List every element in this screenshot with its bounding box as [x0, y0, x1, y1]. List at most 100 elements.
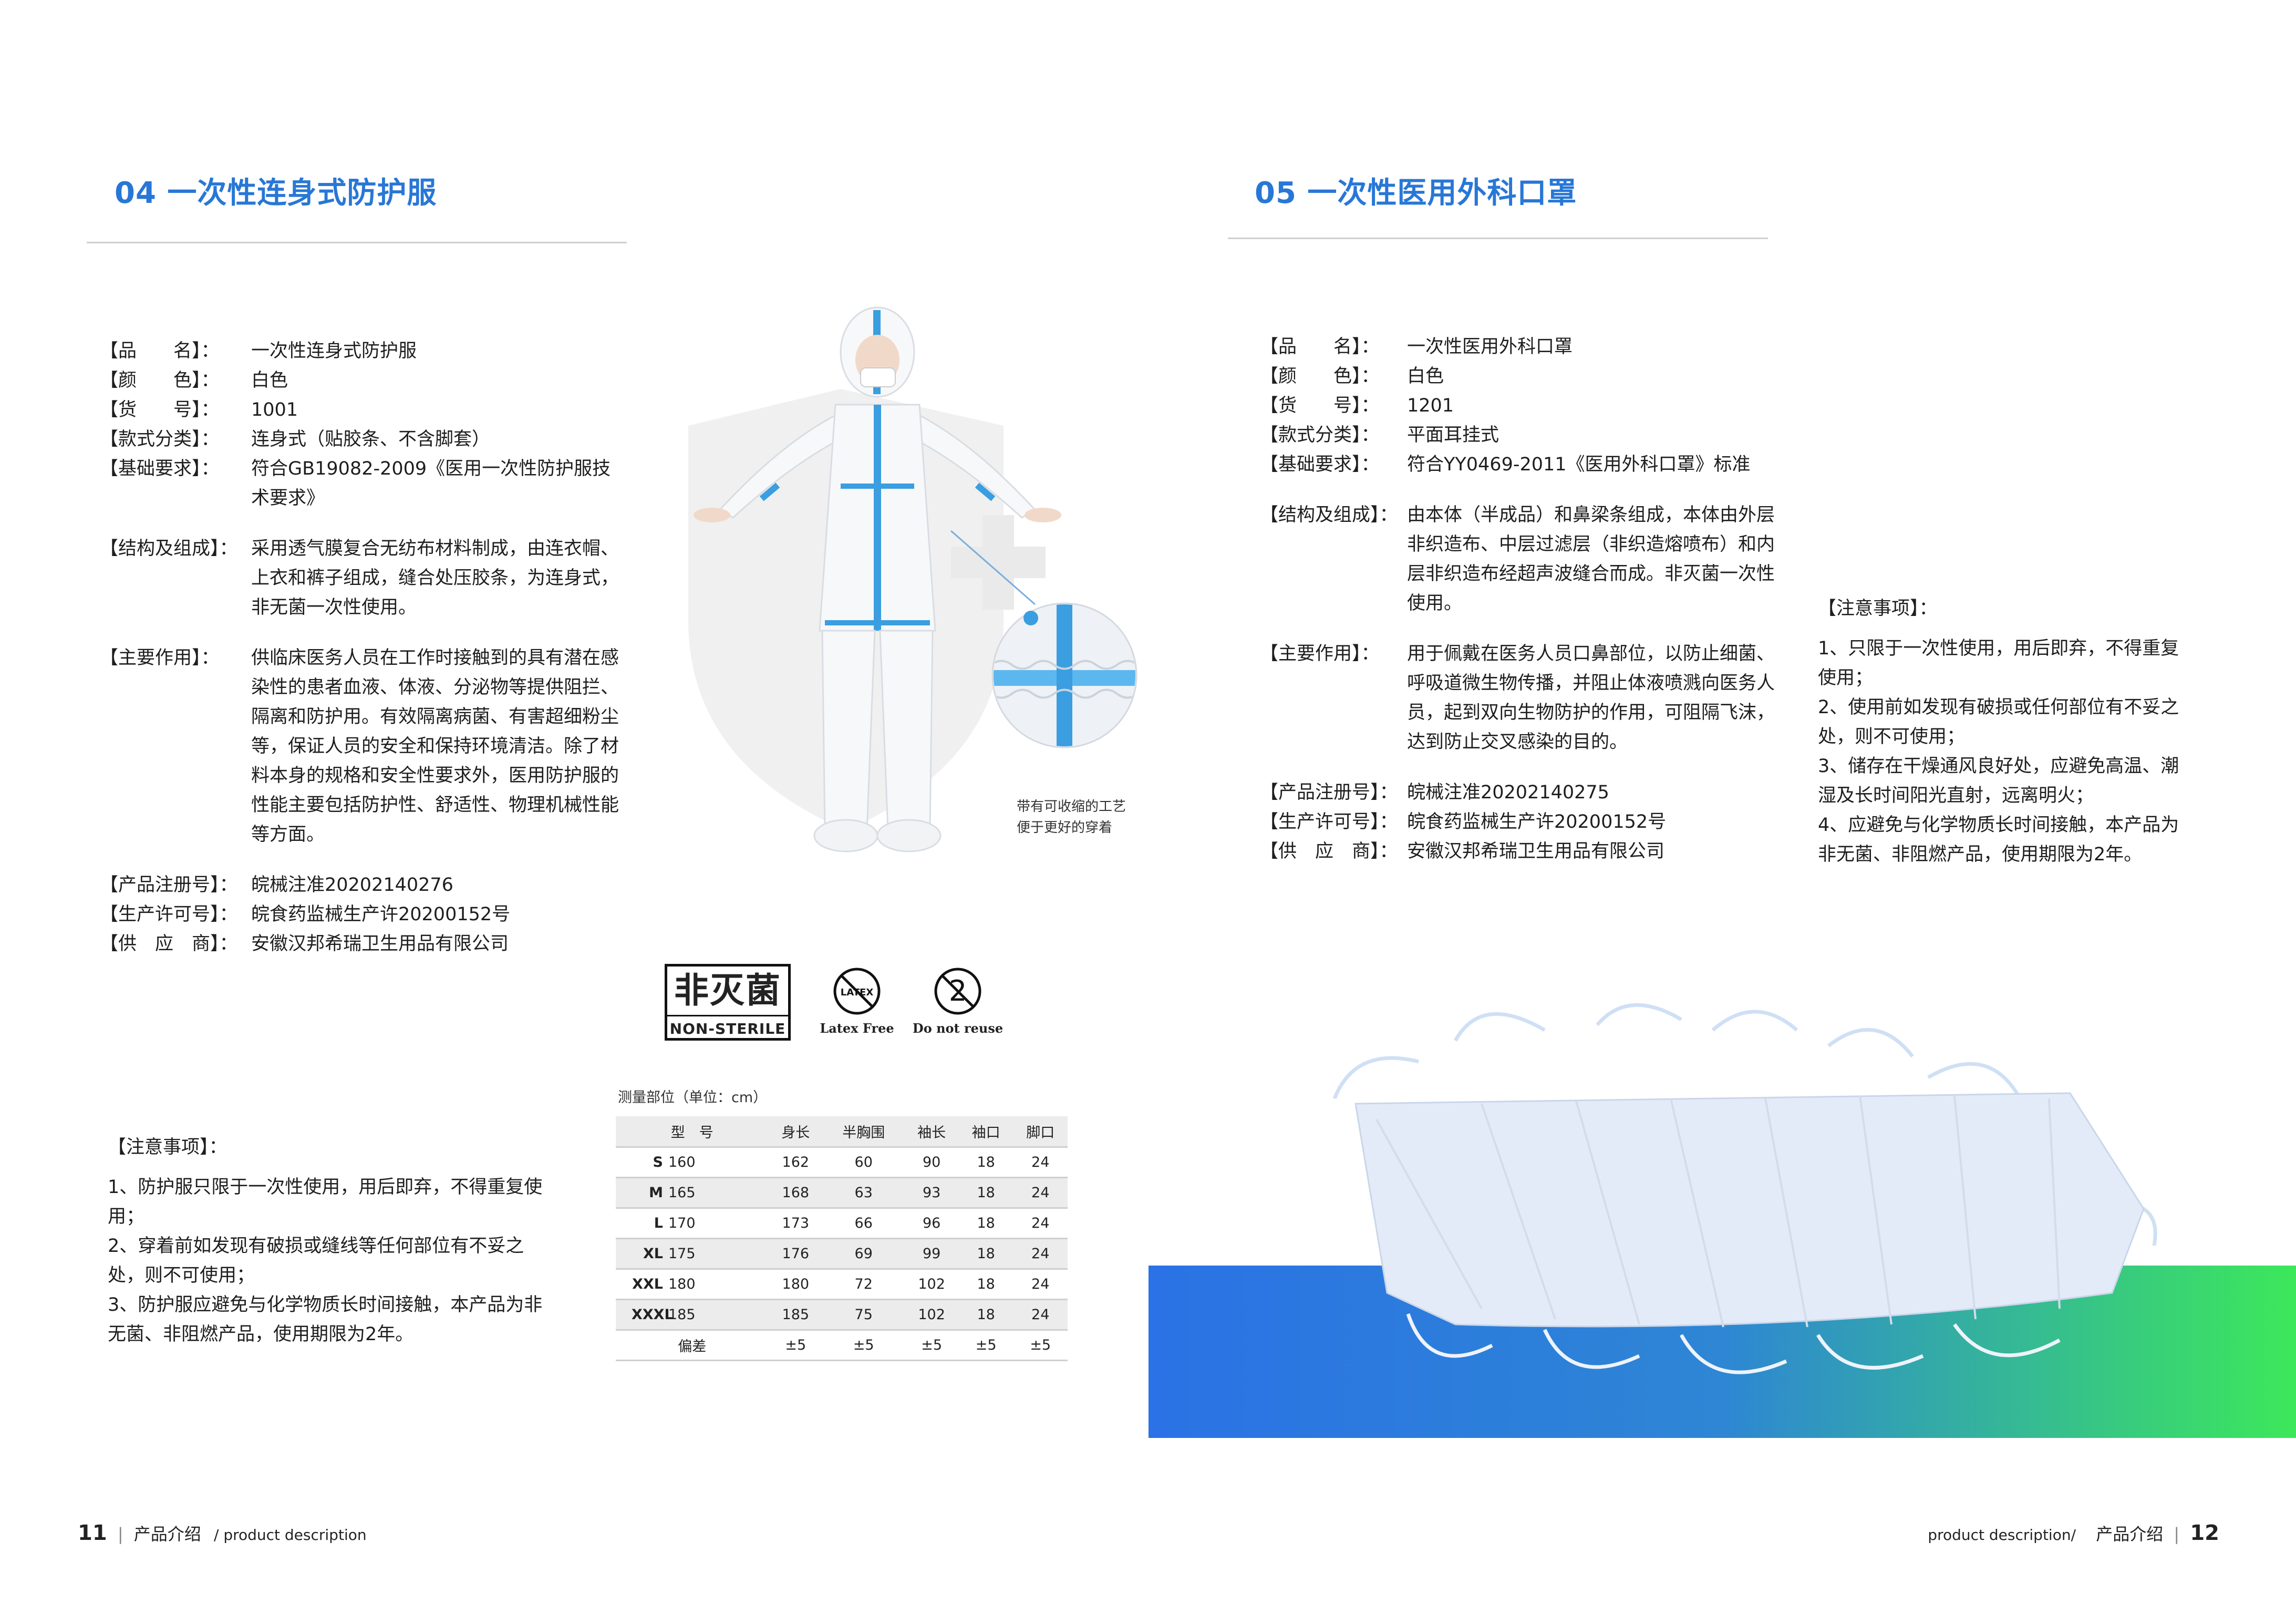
registration-row: 【产品注册号】：皖械注准20202140276	[100, 870, 625, 900]
size-table-cell: 24	[1013, 1299, 1068, 1331]
surgical-masks-image	[1324, 999, 2186, 1398]
left-note-1: 1、防护服只限于一次性使用，用后即弃，不得重复使用；	[108, 1177, 543, 1227]
size-table-cell: 24	[1013, 1177, 1068, 1209]
size-table-cell: 176	[768, 1238, 823, 1270]
size-table-header: 型 号	[616, 1116, 769, 1148]
registration-row: 【供 应 商】：安徽汉邦希瑞卫生用品有限公司	[1260, 837, 1785, 866]
spec-label: 【品 名】：	[100, 341, 220, 362]
spec-value: 采用透气膜复合无纺布材料制成，由连衣帽、上衣和裤子组成，缝合处压胶条，为连身式，…	[251, 538, 619, 618]
spec-value: 符合YY0469-2011《医用外科口罩》标准	[1407, 454, 1751, 475]
right-footer-divider: |	[2174, 1524, 2180, 1544]
size-table-caption: 测量部位（单位：cm）	[618, 1089, 768, 1106]
size-table-header: 半胸围	[823, 1116, 905, 1148]
latex-free-symbol: LATEX	[833, 968, 881, 1015]
left-note-2: 2、穿着前如发现有破损或缝线等任何部位有不妥之处，则不可使用；	[108, 1236, 524, 1286]
spec-label: 【结构及组成】：	[100, 538, 238, 559]
spacer	[1260, 618, 1785, 639]
size-cell: L 170	[616, 1208, 769, 1239]
size-height: 160	[668, 1154, 696, 1170]
size-table-header-row: 型 号身长半胸围袖长袖口脚口	[616, 1116, 1068, 1148]
spec-value: 供临床医务人员在工作时接触到的具有潜在感染性的患者血液、体液、分泌物等提供阻拦、…	[251, 647, 619, 845]
callout-dot	[1023, 611, 1038, 625]
size-code: S	[653, 1154, 663, 1170]
spec-label: 【供 应 商】：	[100, 933, 238, 954]
spec-label: 【生产许可号】：	[1260, 811, 1398, 832]
spec-label: 【基础要求】：	[1260, 454, 1380, 475]
spec-row: 【基础要求】：符合GB19082-2009《医用一次性防护服技术要求》	[100, 454, 625, 513]
right-notes: 【注意事项】： 1、只限于一次性使用，用后即弃，不得重复使用； 2、使用前如发现…	[1818, 594, 2186, 869]
right-spec-list: 【品 名】：一次性医用外科口罩【颜 色】： 白色【货 号】：1201 【款式分类】：…	[1260, 332, 1785, 866]
latex-free-icon: LATEX	[832, 966, 882, 1016]
spec-label: 【生产许可号】：	[100, 904, 238, 925]
size-table-header: 袖口	[958, 1116, 1013, 1148]
size-table-cell: 66	[823, 1208, 905, 1239]
spec-label: 【颜 色】：	[100, 370, 220, 391]
spec-value: 安徽汉邦希瑞卫生用品有限公司	[251, 933, 509, 954]
size-table-cell: 99	[904, 1238, 959, 1270]
right-note-2: 2、使用前如发现有破损或任何部位有不妥之处，则不可使用；	[1818, 697, 2179, 747]
size-table-cell: 24	[1013, 1208, 1068, 1239]
size-code: XXXL	[632, 1306, 674, 1323]
spec-label: 【款式分类】：	[1260, 425, 1380, 446]
tolerance-cell: ±5	[1013, 1330, 1068, 1361]
left-notes-heading: 【注意事项】：	[108, 1137, 227, 1158]
spec-row: 【款式分类】：连身式（贴胶条、不含脚套）	[100, 425, 625, 454]
cuff-detail-image	[991, 602, 1138, 749]
spec-value: 皖械注准20202140275	[1407, 782, 1609, 803]
right-footer-cn: 产品介绍	[2096, 1524, 2164, 1544]
size-height: 170	[668, 1215, 696, 1231]
size-table-cell: 24	[1013, 1269, 1068, 1300]
spec-label: 【颜 色】：	[1260, 366, 1380, 387]
left-title-divider	[87, 242, 627, 243]
spec-label: 【产品注册号】：	[1260, 782, 1398, 803]
spec-row: 【品 名】：一次性连身式防护服	[100, 336, 625, 366]
registration-row: 【供 应 商】： 安徽汉邦希瑞卫生用品有限公司	[100, 929, 625, 959]
size-table-cell: 18	[958, 1147, 1013, 1178]
spec-label: 【款式分类】：	[100, 429, 220, 450]
spacer	[100, 849, 625, 870]
size-code: XL	[643, 1245, 663, 1262]
spacer	[1260, 479, 1785, 500]
right-note-3: 3、储存在干燥通风良好处，应避免高温、潮湿及长时间阳光直射，远离明火；	[1818, 756, 2179, 806]
spec-label: 【货 号】：	[100, 399, 220, 420]
function-row: 【主要作用】：用于佩戴在医务人员口鼻部位，以防止细菌、呼吸道微生物传播，并阻止体…	[1260, 639, 1785, 757]
spec-value: 白色	[1407, 366, 1444, 387]
spec-value: 用于佩戴在医务人员口鼻部位，以防止细菌、呼吸道微生物传播，并阻止体液喷溅向医务人…	[1407, 643, 1775, 753]
left-footer-divider: |	[117, 1524, 123, 1544]
size-table-cell: 18	[958, 1299, 1013, 1331]
latex-icon-text: LATEX	[841, 987, 874, 998]
function-row: 【主要作用】：供临床医务人员在工作时接触到的具有潜在感染性的患者血液、体液、分泌…	[100, 643, 625, 849]
spec-value: 由本体（半成品）和鼻梁条组成，本体由外层非织造布、中层过滤层（非织造熔喷布）和内…	[1407, 505, 1775, 614]
spec-row: 【货 号】：1201	[1260, 391, 1785, 420]
size-code: XXL	[632, 1276, 663, 1292]
spec-label: 【供 应 商】：	[1260, 841, 1398, 862]
right-title-divider	[1228, 238, 1768, 239]
left-spec-list: 【品 名】：一次性连身式防护服【颜 色】：白色【货 号】：1001【款式分类】：…	[100, 336, 625, 959]
size-table-cell: 72	[823, 1269, 905, 1300]
size-table-cell: 63	[823, 1177, 905, 1209]
size-table-cell: 18	[958, 1238, 1013, 1270]
spec-value: 白色	[251, 370, 288, 391]
size-table-header: 袖长	[904, 1116, 959, 1148]
spec-label: 【结构及组成】：	[1260, 505, 1398, 526]
spec-row: 【品 名】：一次性医用外科口罩	[1260, 332, 1785, 362]
size-table-header: 身长	[768, 1116, 823, 1148]
size-table-cell: 18	[958, 1269, 1013, 1300]
do-not-reuse-caption: Do not reuse	[912, 1021, 1004, 1036]
size-code: L	[654, 1215, 663, 1231]
spec-row: 【颜 色】： 白色	[100, 366, 625, 395]
size-table-cell: 60	[823, 1147, 905, 1178]
non-sterile-badge-cn: 非灭菌	[667, 967, 788, 1016]
size-table-header: 脚口	[1013, 1116, 1068, 1148]
right-note-4: 4、应避免与化学物质长时间接触，本产品为非无菌、非阻燃产品，使用期限为2年。	[1818, 815, 2179, 865]
size-table-cell: 168	[768, 1177, 823, 1209]
size-table-cell: 173	[768, 1208, 823, 1239]
spacer	[1260, 757, 1785, 778]
structure-row: 【结构及组成】： 采用透气膜复合无纺布材料制成，由连衣帽、上衣和裤子组成，缝合处压…	[100, 534, 625, 622]
left-footer-cn: 产品介绍	[133, 1524, 201, 1544]
size-table-cell: 185	[768, 1299, 823, 1331]
left-footer-en: / product description	[213, 1526, 367, 1544]
